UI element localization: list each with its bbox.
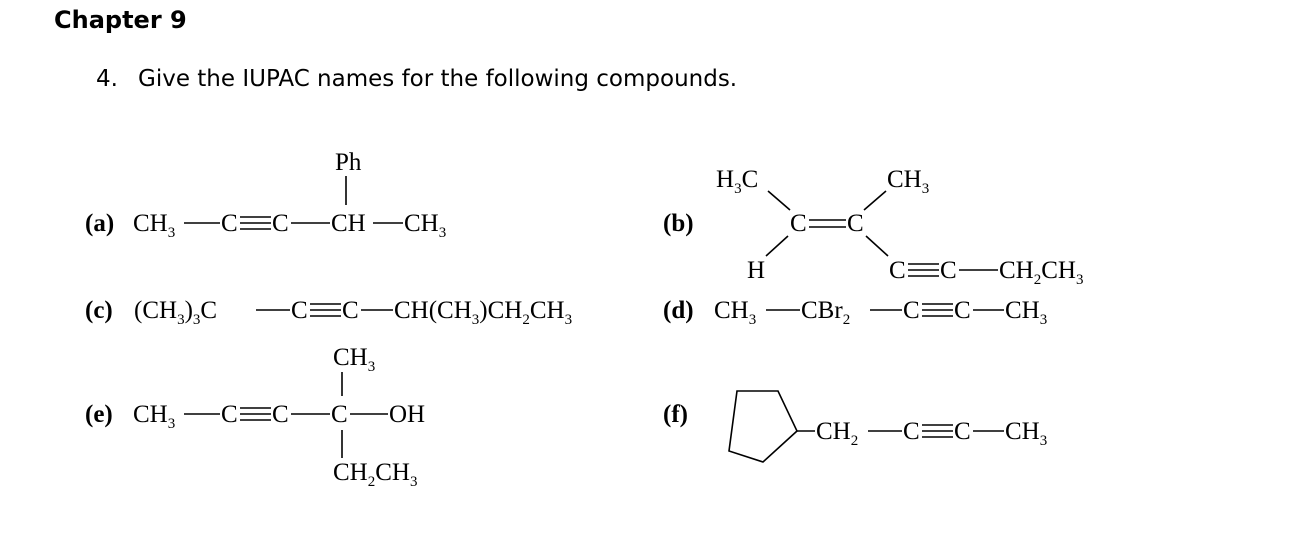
compound-b-h3c: H3C [716,166,758,197]
compound-b-label: (b) [663,210,694,237]
compound-a-ch3-left: CH3 [133,210,175,241]
compound-e-c3: C [331,401,348,428]
compound-c-triple-bond [310,303,341,317]
compound-b: (b) H3C CH3 C C H C C CH2CH3 [663,166,1083,288]
compound-a-ch: CH [331,210,366,237]
compound-e-ch3-top: CH3 [333,344,375,375]
compound-b-bond-h3c [767,190,791,211]
compound-d-ch3-left: CH3 [714,297,756,328]
compound-d-c2: C [954,297,971,324]
compound-f-c2: C [954,418,971,445]
compound-d-ch3-right: CH3 [1005,297,1047,328]
compound-b-triple-bond [908,263,939,277]
compound-a-c1: C [221,210,238,237]
compound-b-c-left: C [790,210,807,237]
compound-e-label: (e) [85,401,113,428]
compound-f-ch3: CH3 [1005,418,1047,449]
compound-c-tbutyl: (CH3)3C [134,297,217,328]
compound-e-triple-bond [240,407,271,421]
compound-b-c-right: C [847,210,864,237]
compound-f: (f) CH2 C C CH3 [663,390,1047,463]
compound-e-ch3-left: CH3 [133,401,175,432]
compound-b-bond-h [765,235,789,257]
question-4: 4. Give the IUPAC names for the following… [96,66,737,92]
compound-e-c2: C [272,401,289,428]
compound-b-ch3-top: CH3 [887,166,929,197]
compound-f-triple-bond [922,424,953,438]
compound-f-label: (f) [663,401,688,428]
compound-a-triple-bond [240,216,271,230]
compound-a: (a) CH3 C C CH CH3 Ph [85,149,446,241]
compound-a-ch3-right: CH3 [404,210,446,241]
cyclopentane-ring [728,390,798,463]
question-number: 4. [96,66,118,92]
compound-e: (e) CH3 C C C OH CH3 CH2CH3 [85,344,425,490]
compound-f-c1: C [903,418,920,445]
compound-b-c3: C [889,257,906,284]
compound-e-oh: OH [389,401,425,428]
compound-b-h: H [747,257,765,284]
compound-d: (d) CH3 CBr2 C C CH3 [663,297,1047,328]
compound-d-triple-bond [922,303,953,317]
compound-d-c1: C [903,297,920,324]
compound-c-c2: C [342,297,359,324]
compound-c-label: (c) [85,297,113,324]
compound-a-c2: C [272,210,289,237]
chapter-heading: Chapter 9 [54,6,187,34]
compound-b-c4: C [940,257,957,284]
compound-e-ethyl: CH2CH3 [333,459,417,490]
compound-a-label: (a) [85,210,114,237]
compound-d-label: (d) [663,297,694,324]
compound-c-sec-butyl: CH(CH3)CH2CH3 [394,297,572,328]
compound-c: (c) (CH3)3C C C CH(CH3)CH2CH3 [85,297,572,328]
compound-b-bond-ch3 [863,190,887,211]
compound-b-ethyl: CH2CH3 [999,257,1083,288]
compound-d-cbr2: CBr2 [801,297,850,328]
compound-e-c1: C [221,401,238,428]
compound-f-ch2: CH2 [816,418,858,449]
compound-b-bond-alkyne [865,235,889,257]
question-text: Give the IUPAC names for the following c… [138,66,738,92]
compound-b-double-bond [809,219,846,228]
compound-c-c1: C [291,297,308,324]
compound-a-ph: Ph [335,149,362,176]
